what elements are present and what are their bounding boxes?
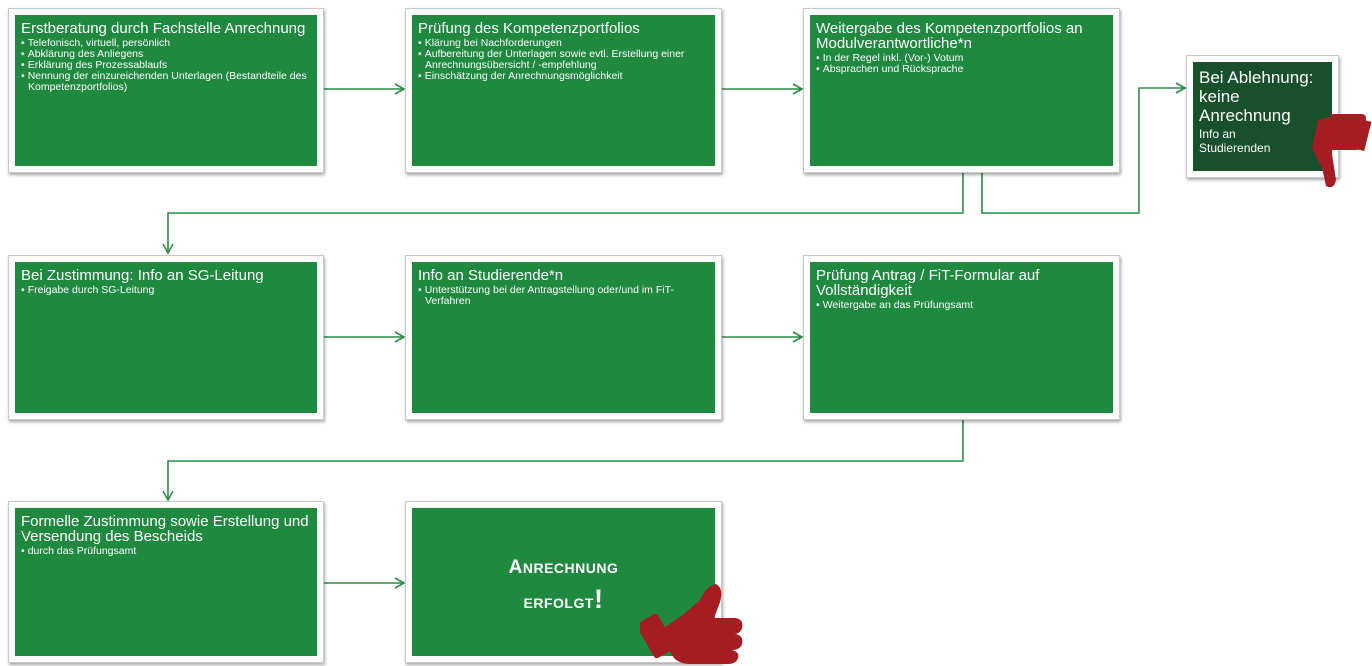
thumbs-down-icon — [1312, 114, 1372, 188]
bullet: Freigabe durch SG-Leitung — [21, 285, 311, 296]
step-5-bullets: Unterstützung bei der Antragstellung ode… — [418, 285, 709, 307]
step-4-box: Bei Zustimmung: Info an SG-Leitung Freig… — [8, 255, 324, 420]
bullet: Aufbereitung der Unterlagen sowie evtl. … — [418, 49, 709, 71]
success-text: ANRECHNUNG ERFOLGT! — [509, 548, 619, 618]
step-7-title: Formelle Zustimmung sowie Erstellung und… — [21, 513, 309, 545]
step-7-box: Formelle Zustimmung sowie Erstellung und… — [8, 501, 324, 663]
bullet: Klärung bei Nachforderungen — [418, 38, 709, 49]
bullet: Absprachen und Rücksprache — [816, 64, 1107, 75]
step-5-box: Info an Studierende*n Unterstützung bei … — [405, 255, 722, 420]
step-2-box: Prüfung des Kompetenzportfolios Klärung … — [405, 8, 722, 173]
success-line2-rest: ! — [593, 584, 604, 614]
bullet: Einschätzung der Anrechnungsmöglichkeit — [418, 71, 709, 82]
bullet: Erklärung des Prozessablaufs — [21, 60, 311, 71]
bullet: Weitergabe an das Prüfungsamt — [816, 300, 1107, 311]
step-7-bullets: durch das Prüfungsamt — [21, 546, 311, 557]
step-6-bullets: Weitergabe an das Prüfungsamt — [816, 300, 1107, 311]
arrow-step3-to-step4 — [162, 173, 964, 255]
step-3-title: Weitergabe des Kompetenzportfolios an Mo… — [816, 20, 1083, 52]
step-1-title: Erstberatung durch Fachstelle Anrechnung — [21, 20, 306, 37]
arrow-step6-to-step7 — [162, 417, 964, 502]
step-4-bullets: Freigabe durch SG-Leitung — [21, 285, 311, 296]
step-3-bullets: In der Regel inkl. (Vor-) Votum Absprach… — [816, 53, 1107, 75]
bullet: Unterstützung bei der Antragstellung ode… — [418, 285, 709, 307]
thumbs-up-icon — [640, 584, 743, 664]
bullet: Abklärung des Anliegens — [21, 49, 311, 60]
step-5-title: Info an Studierende*n — [418, 267, 564, 284]
success-line1-rest: NRECHNUNG — [522, 556, 619, 578]
step-6-box: Prüfung Antrag / FiT-Formular auf Vollst… — [803, 255, 1120, 420]
reject-title: Bei Ablehnung: keine Anrechnung — [1199, 68, 1314, 125]
step-4-title: Bei Zustimmung: Info an SG-Leitung — [21, 267, 264, 284]
bullet: Telefonisch, virtuell, persönlich — [21, 38, 311, 49]
bullet: In der Regel inkl. (Vor-) Votum — [816, 53, 1107, 64]
step-6-title: Prüfung Antrag / FiT-Formular auf Vollst… — [816, 267, 1040, 299]
reject-box: Bei Ablehnung: keine Anrechnung Info an … — [1186, 55, 1339, 178]
success-line2: ERFOLGT — [523, 591, 594, 613]
step-2-bullets: Klärung bei Nachforderungen Aufbereitung… — [418, 38, 709, 82]
bullet: durch das Prüfungsamt — [21, 546, 311, 557]
arrow-step3-to-reject — [981, 82, 1187, 214]
step-3-box: Weitergabe des Kompetenzportfolios an Mo… — [803, 8, 1120, 173]
step-1-bullets: Telefonisch, virtuell, persönlich Abklär… — [21, 38, 311, 93]
reject-subtitle: Info an Studierenden — [1199, 127, 1271, 155]
step-2-title: Prüfung des Kompetenzportfolios — [418, 20, 640, 37]
step-1-box: Erstberatung durch Fachstelle Anrechnung… — [8, 8, 324, 173]
bullet: Nennung der einzureichenden Unterlagen (… — [21, 71, 311, 93]
success-line1-cap: A — [508, 549, 523, 579]
